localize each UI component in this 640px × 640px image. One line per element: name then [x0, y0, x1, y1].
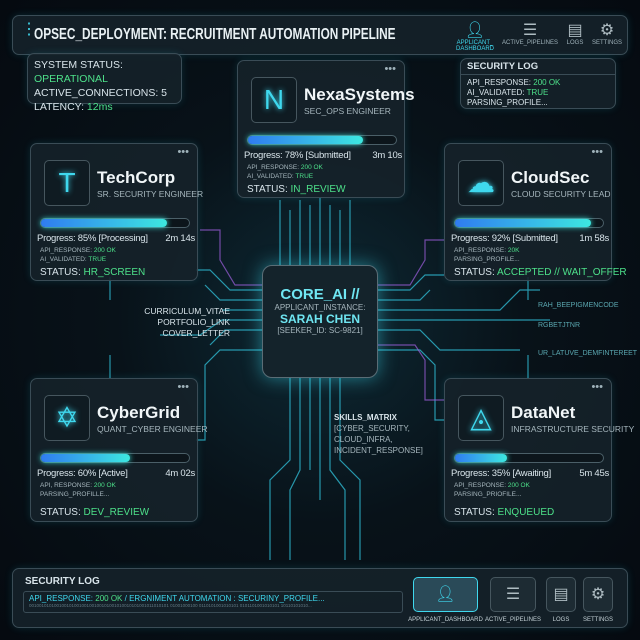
progress-fill — [455, 454, 507, 462]
company-name: NexaSystems — [304, 85, 415, 104]
gear-icon: ⚙ — [599, 22, 615, 39]
company-logo-icon: T — [44, 160, 90, 206]
more-options-icon[interactable]: ••• — [384, 63, 396, 75]
progress-text: Progress: 92% [Submitted] — [451, 233, 558, 244]
user-icon: 👤︎ — [464, 22, 486, 39]
nav-settings[interactable]: ⚙SETTINGS — [591, 22, 622, 46]
output-label: RGBETJTNR — [538, 322, 580, 329]
company-logo-icon: ✡ — [44, 395, 90, 441]
job-role: CLOUD SECURITY LEAD — [511, 189, 611, 199]
more-options-icon[interactable]: ••• — [591, 146, 603, 158]
progress-bar — [40, 218, 190, 228]
document-icon: ▤ — [567, 22, 583, 39]
header-bar: ⋮ OPSEC_DEPLOYMENT: RECRUITMENT AUTOMATI… — [12, 15, 628, 55]
company-logo-icon: ◬ — [458, 395, 504, 441]
output-label: UR_LATUVE_DEMFINTEREET — [538, 350, 638, 357]
job-role: QUANT_CYBER ENGINEER — [97, 424, 208, 434]
elapsed-time: 2m 14s — [165, 233, 195, 244]
progress-text: Progress: 85% [Processing] — [37, 233, 148, 244]
skills-matrix: SKILLS_MATRIX [CYBER_SECURITY, CLOUD_INF… — [334, 413, 423, 455]
progress-fill — [41, 219, 167, 227]
job-role: INFRASTRUCTURE SECURITY — [511, 424, 635, 434]
progress-text: Progress: 35% [Awaiting] — [451, 468, 551, 479]
job-role: SEC_OPS ENGINEER — [304, 106, 391, 116]
job-card-techcorp[interactable]: ••• T TechCorp SR. SECURITY ENGINEER Pro… — [30, 143, 203, 281]
status-badge: IN_REVIEW — [290, 184, 346, 195]
job-card-nexasystems[interactable]: ••• N NexaSystems SEC_OPS ENGINEER Progr… — [237, 60, 415, 198]
nav-applicant-dashboard[interactable]: 👤︎APPLICANT_ DASHBOARD — [453, 20, 497, 52]
list-icon: ☰ — [522, 22, 538, 39]
bottom-bar: SECURITY LOG API_RESPONSE: 200 OK / ERGN… — [12, 568, 628, 628]
elapsed-time: 5m 45s — [579, 468, 609, 479]
bottom-nav-active-pipelines[interactable]: ☰ — [490, 577, 536, 612]
elapsed-time: 3m 10s — [372, 150, 402, 161]
progress-fill — [248, 136, 364, 144]
latency-value: 12ms — [86, 101, 113, 113]
nav-logs[interactable]: ▤LOGS — [563, 20, 587, 46]
status-badge: DEV_REVIEW — [83, 507, 150, 518]
nav-active-pipelines[interactable]: ☰ACTIVE_PIPELINES — [501, 22, 559, 46]
page-title: OPSEC_DEPLOYMENT: RECRUITMENT AUTOMATION… — [34, 26, 396, 43]
bottom-nav-logs[interactable]: ▤ — [546, 577, 576, 612]
more-options-icon[interactable]: ••• — [591, 381, 603, 393]
system-status-value: OPERATIONAL — [34, 73, 108, 85]
company-name: CyberGrid — [97, 403, 181, 422]
more-options-icon[interactable]: ••• — [177, 146, 189, 158]
document-icon: ▤ — [553, 586, 569, 603]
progress-bar — [454, 218, 604, 228]
status-badge: ACCEPTED // WAIT_OFFER — [496, 267, 627, 278]
active-connections: ACTIVE_CONNECTIONS: 5 — [34, 87, 168, 99]
security-log-panel: SECURITY LOG API_RESPONSE: 200 OK AI_VAL… — [460, 58, 616, 109]
job-card-datanet[interactable]: ••• ◬ DataNet INFRASTRUCTURE SECURITY Pr… — [444, 378, 634, 522]
company-logo-icon: N — [251, 77, 297, 123]
status-badge: HR_SCREEN — [83, 267, 146, 278]
progress-bar — [454, 453, 604, 463]
progress-bar — [247, 135, 397, 145]
menu-dots-icon[interactable]: ⋮ — [21, 21, 37, 38]
security-log-stream[interactable]: API_RESPONSE: 200 OK / ERGNIMENT AUTOMAT… — [23, 591, 403, 613]
status-badge: ENQUEUED — [497, 507, 555, 518]
company-name: CloudSec — [511, 168, 590, 187]
applicant-name: SARAH CHEN — [279, 312, 360, 326]
progress-text: Progress: 60% [Active] — [37, 468, 128, 479]
company-name: DataNet — [511, 403, 576, 422]
bottom-nav-applicant-dashboard[interactable]: 👤︎ — [413, 577, 478, 612]
list-icon: ☰ — [505, 586, 521, 603]
bottom-nav-settings[interactable]: ⚙ — [583, 577, 613, 612]
progress-fill — [41, 454, 130, 462]
output-label: RAH_BEEPIGMENCODE — [538, 302, 619, 309]
user-icon: 👤︎ — [435, 586, 456, 603]
job-card-cloudsec[interactable]: ••• ☁ CloudSec CLOUD SECURITY LEAD Progr… — [444, 143, 627, 281]
more-options-icon[interactable]: ••• — [177, 381, 189, 393]
elapsed-time: 4m 02s — [165, 468, 195, 479]
progress-fill — [455, 219, 592, 227]
system-status-panel: SYSTEM STATUS: OPERATIONAL ACTIVE_CONNEC… — [27, 53, 182, 113]
gear-icon: ⚙ — [590, 586, 606, 603]
company-name: TechCorp — [97, 168, 176, 187]
elapsed-time: 1m 58s — [579, 233, 609, 244]
progress-bar — [40, 453, 190, 463]
company-logo-icon: ☁ — [458, 160, 504, 206]
job-role: SR. SECURITY ENGINEER — [97, 189, 204, 199]
progress-text: Progress: 78% [Submitted] — [244, 150, 351, 161]
job-card-cybergrid[interactable]: ••• ✡ CyberGrid QUANT_CYBER ENGINEER Pro… — [30, 378, 208, 522]
core-ai-chip[interactable]: CORE_AI // APPLICANT_INSTANCE: SARAH CHE… — [262, 265, 378, 378]
